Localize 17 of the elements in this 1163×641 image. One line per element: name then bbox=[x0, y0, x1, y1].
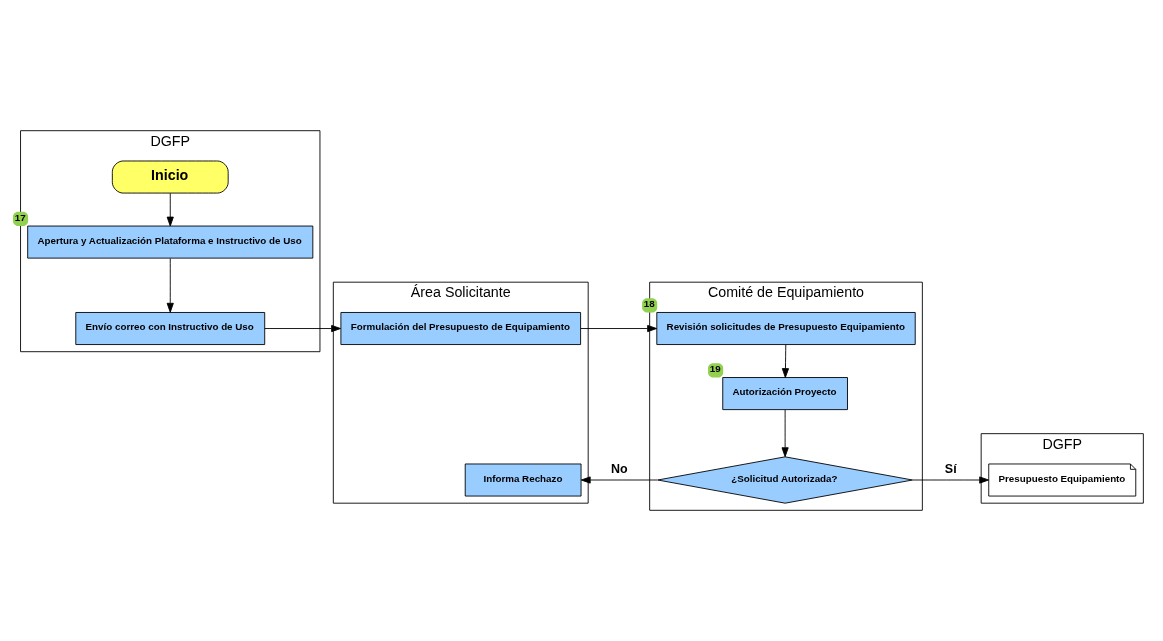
node-box: Inicio bbox=[111, 160, 229, 194]
arrow bbox=[166, 258, 174, 313]
node-box: Envío correo con Instructivo de Uso bbox=[75, 312, 266, 345]
node-box: Formulación del Presupuesto de Equipamiento bbox=[340, 312, 582, 345]
arrow bbox=[781, 344, 790, 378]
node-label: 17 bbox=[14, 211, 26, 223]
arrow bbox=[264, 324, 341, 333]
node-box: Informa Rechazo bbox=[464, 463, 582, 497]
node-label: 19 bbox=[709, 363, 721, 375]
edge-label: Sí bbox=[944, 462, 957, 477]
node-diamond: ¿Solicitud Autorizada? bbox=[657, 456, 913, 504]
arrow bbox=[781, 409, 789, 458]
edge-label: No bbox=[610, 462, 628, 477]
arrow bbox=[580, 476, 658, 484]
arrow bbox=[166, 192, 174, 227]
arrow bbox=[580, 324, 657, 333]
arrow bbox=[912, 476, 990, 484]
